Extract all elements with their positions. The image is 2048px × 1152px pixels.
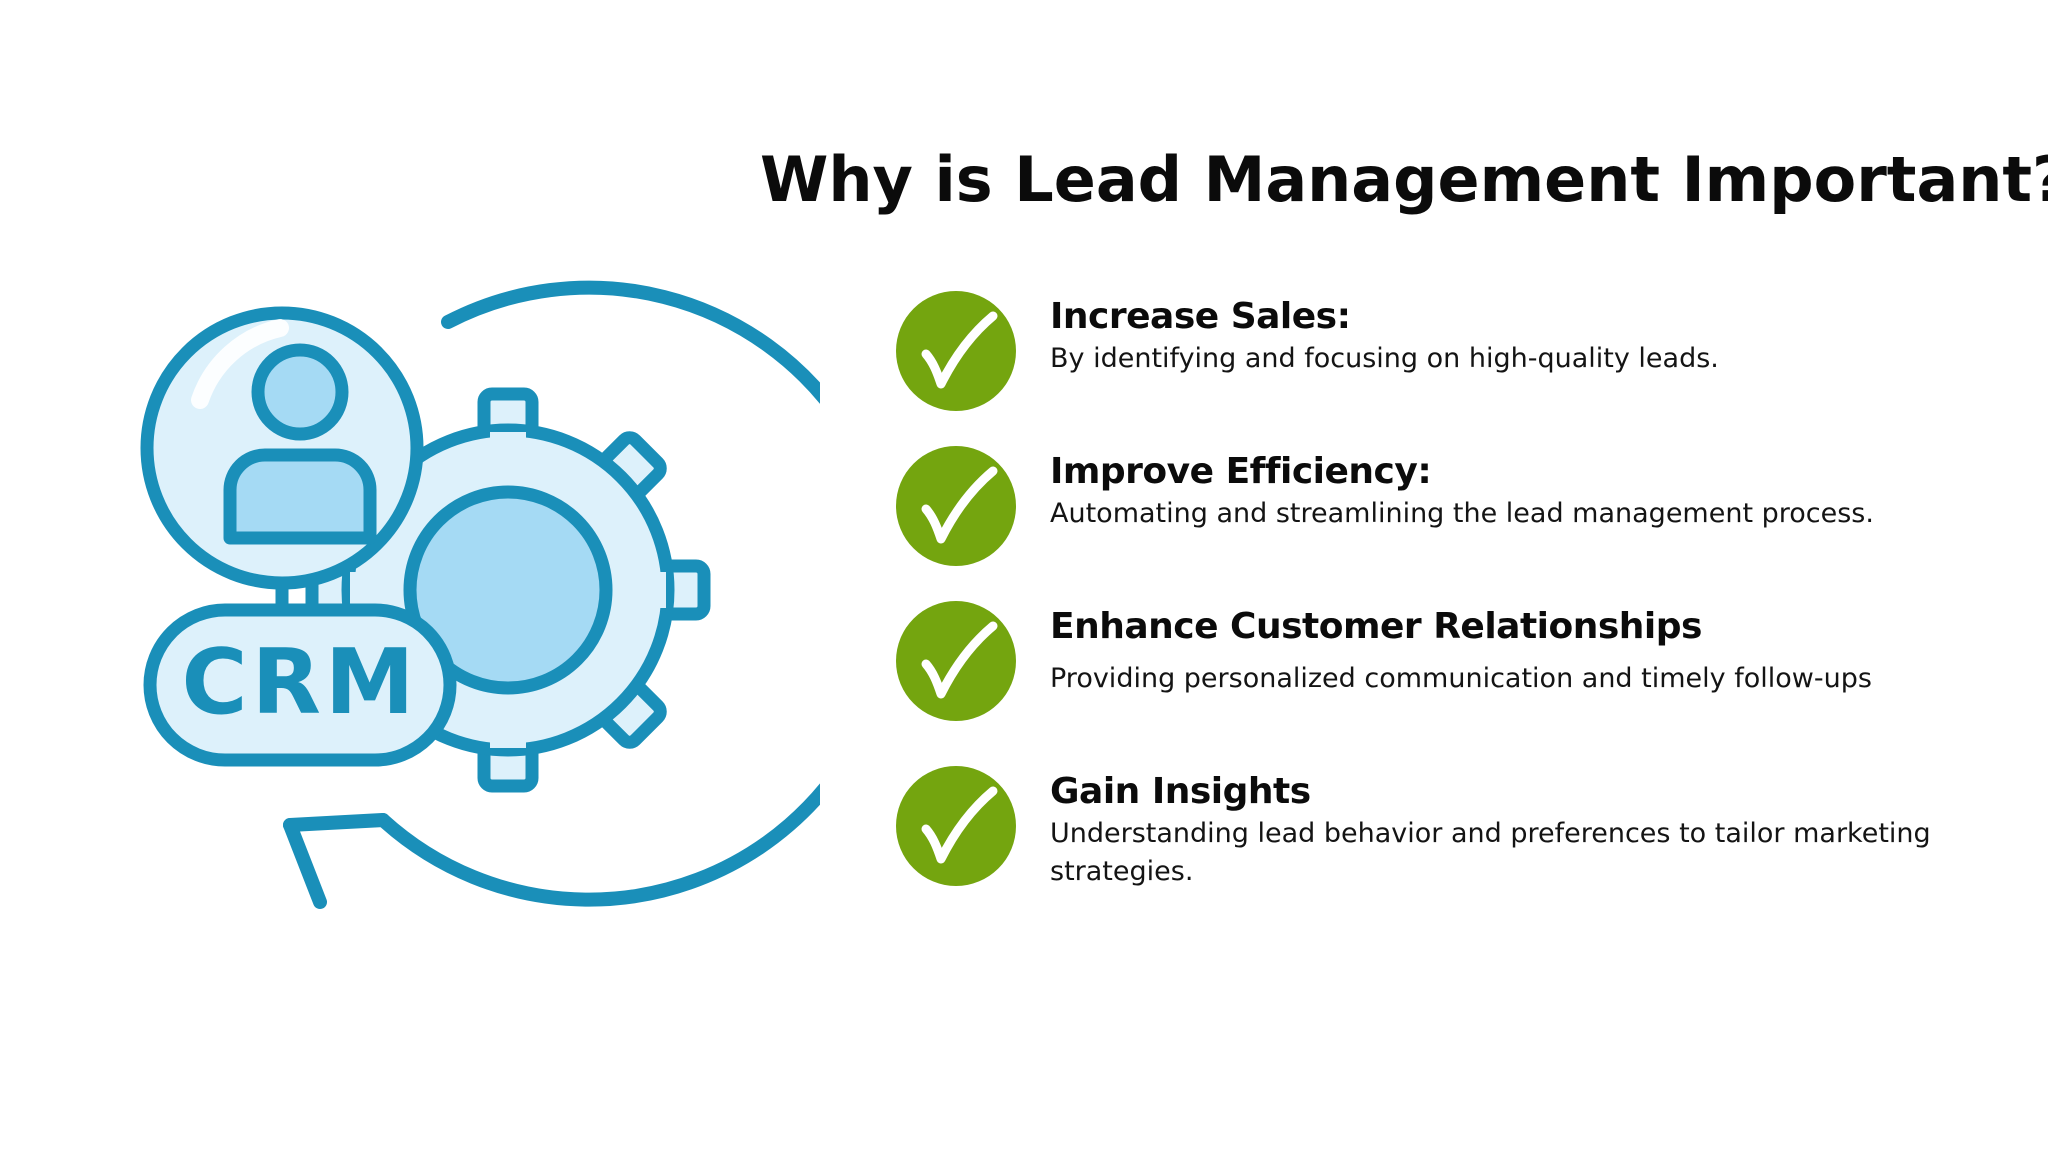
benefit-heading: Enhance Customer Relationships	[1050, 606, 1702, 647]
crm-illustration: CRM	[140, 280, 820, 909]
crm-badge: CRM	[143, 603, 457, 767]
benefit-text: Enhance Customer Relationships Providing…	[1050, 604, 2005, 698]
benefit-text: Improve Efficiency: Automating and strea…	[1050, 449, 2005, 533]
checkmark-icon	[896, 601, 1016, 721]
benefit-description: By identifying and focusing on high-qual…	[1050, 343, 1719, 374]
user-icon	[140, 306, 424, 610]
cycle-arrow-icon	[283, 280, 820, 909]
benefit-heading: Gain Insights	[1050, 771, 1311, 812]
benefit-description: Automating and streamlining the lead man…	[1050, 498, 1874, 529]
checkmark-icon	[896, 291, 1016, 411]
benefit-item-gain-insights: Gain Insights Understanding lead behavio…	[895, 765, 2005, 905]
benefit-description: Understanding lead behavior and preferen…	[1050, 818, 1931, 887]
benefit-text: Gain Insights Understanding lead behavio…	[1050, 769, 2005, 891]
benefit-text: Increase Sales: By identifying and focus…	[1050, 294, 2005, 378]
crm-badge-label: CRM	[182, 630, 419, 735]
page-title: Why is Lead Management Important?	[760, 143, 2048, 216]
benefit-heading: Increase Sales:	[1050, 296, 1351, 337]
benefit-item-improve-efficiency: Improve Efficiency: Automating and strea…	[895, 445, 2005, 585]
checkmark-icon	[896, 766, 1016, 886]
benefit-item-customer-relationships: Enhance Customer Relationships Providing…	[895, 600, 2005, 740]
benefit-item-increase-sales: Increase Sales: By identifying and focus…	[895, 290, 2005, 430]
benefit-heading: Improve Efficiency:	[1050, 451, 1432, 492]
benefit-description: Providing personalized communication and…	[1050, 663, 1872, 694]
checkmark-icon	[896, 446, 1016, 566]
